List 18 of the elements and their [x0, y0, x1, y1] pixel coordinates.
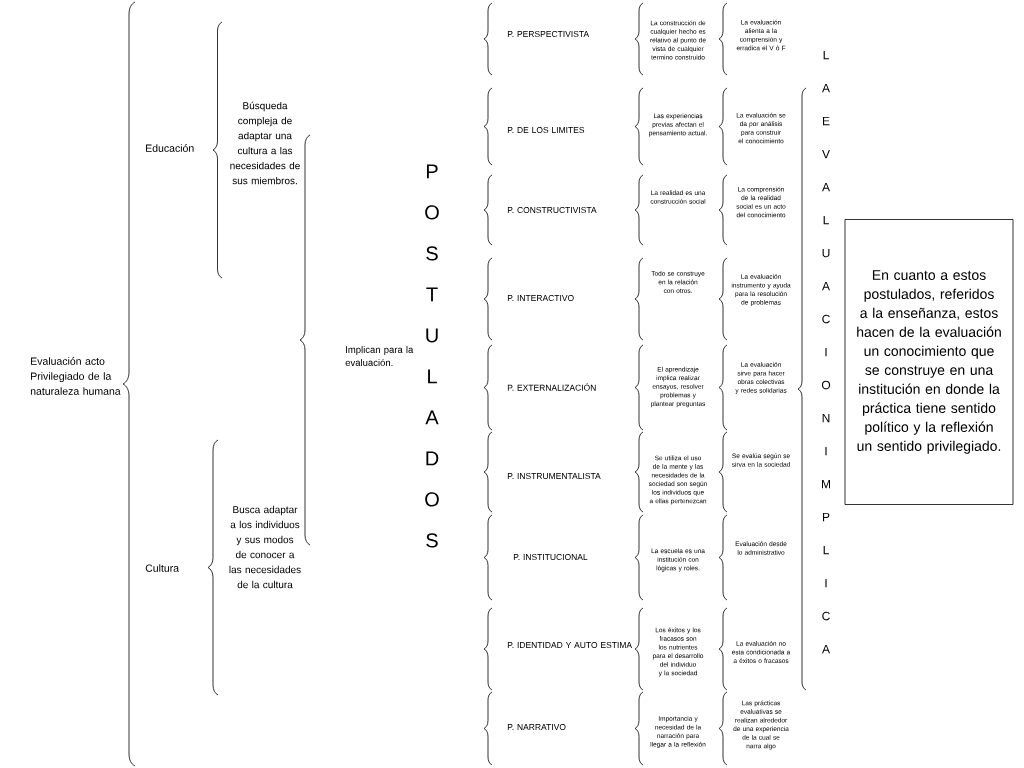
vertical-title: L A E V A L U A C I O N I M P L I C A — [821, 50, 831, 654]
postulate-name: P. EXTERNALIZACIÓN — [507, 383, 596, 391]
text-box: En cuanto a estos postulados, referidos a la enseñanza, estos hacen de la evaluación un conocimiento que se construye en una institución en donde la práctica tiene sentido político y la reflexión un sentido privilegiado. — [844, 219, 1014, 505]
postulate-name: P. DE LOS LIMITES — [507, 127, 585, 133]
postulate-name: P. IDENTIDAD Y AUTO ESTIMA — [507, 642, 633, 648]
description-text: Implican para la evaluación. — [345, 346, 414, 366]
postulate-name: P. PERSPECTIVISTA — [507, 31, 590, 37]
heading-text: Evaluación acto Privilegiado de la naturaleza humana — [30, 357, 121, 395]
category-text: Educación — [146, 144, 194, 152]
postulate-name: P. NARRATIVO — [507, 724, 566, 730]
postulate-name: P. INSTITUCIONAL — [513, 554, 588, 560]
description-text: Búsqueda compleja de adaptar una cultura a las necesidades de sus miembros. — [230, 101, 300, 185]
postulate-name: P. INSTRUMENTALISTA — [507, 473, 601, 479]
category-text: Cultura — [145, 564, 180, 572]
postulate-name: P. CONSTRUCTIVISTA — [507, 207, 597, 213]
postulate-name: P. INTERACTIVO — [507, 295, 574, 301]
vertical-title: P O S T U L A D O S — [425, 164, 439, 548]
description-text: Busca adaptar a los individuos y sus modos de conocer a las necesidades de la cultura — [229, 505, 301, 589]
